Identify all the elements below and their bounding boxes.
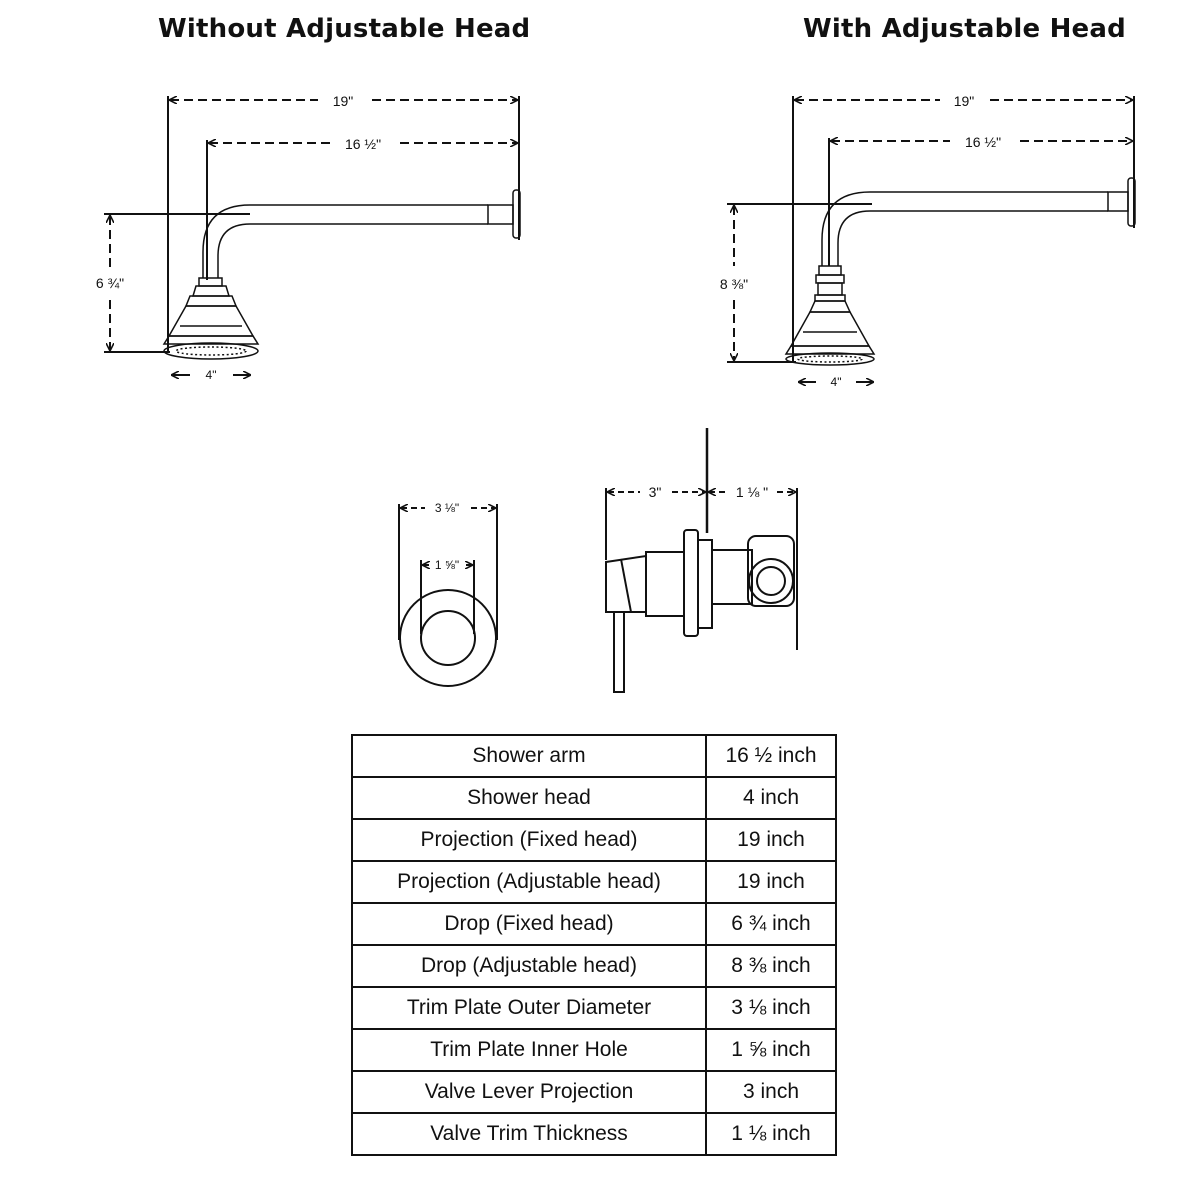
row-value: 3 ⅛ inch [705,986,837,1030]
row-label: Valve Trim Thickness [351,1112,707,1156]
row-label: Shower arm [351,734,707,778]
trim-plate-drawing [398,504,498,687]
fixed-arm-label: 16 ½" [345,136,381,152]
row-label: Valve Lever Projection [351,1070,707,1114]
heading-without-adjustable-head: Without Adjustable Head [158,14,531,44]
adjustable-head-shower-drawing [784,177,1136,366]
swivel-joint [814,265,846,302]
row-label: Drop (Adjustable head) [351,944,707,988]
row-value: 8 ⅜ inch [705,944,837,988]
fixed-head-width-label: 4" [206,368,217,382]
row-value: 19 inch [705,818,837,862]
arm-collar [487,204,514,225]
shower-head [784,300,876,366]
adjustable-head-width-label: 4" [831,375,842,389]
row-value: 1 ⅝ inch [705,1028,837,1072]
row-label: Shower head [351,776,707,820]
trim-plate-outer [399,589,497,687]
adjustable-head-dimensions [727,96,1135,382]
row-value: 19 inch [705,860,837,904]
fixed-drop-label: 6 ¾" [96,275,124,291]
table-row: Drop (Fixed head)6 ¾ inch [351,902,837,946]
row-value: 6 ¾ inch [705,902,837,946]
table-row: Projection (Fixed head)19 inch [351,818,837,862]
adjustable-arm-label: 16 ½" [965,134,1001,150]
trim-plate-outer-label: 3 ⅛" [435,501,459,515]
valve-sleeve [645,551,685,617]
row-label: Projection (Adjustable head) [351,860,707,904]
valve-port [748,558,794,604]
row-label: Drop (Fixed head) [351,902,707,946]
valve-lever [613,611,625,693]
adjustable-projection-label: 19" [954,93,975,109]
arm-collar [1107,191,1129,212]
valve-side-drawing [605,428,798,693]
table-row: Projection (Adjustable head)19 inch [351,860,837,904]
trim-plate-inner-label: 1 ⅝" [435,558,459,572]
fixed-head-dimensions [104,96,520,375]
row-value: 1 ⅛ inch [705,1112,837,1156]
adjustable-drop-label: 8 ⅜" [720,276,748,292]
row-label: Projection (Fixed head) [351,818,707,862]
valve-body [747,535,795,607]
table-row: Drop (Adjustable head)8 ⅜ inch [351,944,837,988]
shower-arm [202,204,488,278]
shower-head [162,277,260,360]
row-value: 4 inch [705,776,837,820]
fixed-projection-label: 19" [333,93,354,109]
fixed-head-shower-drawing [162,189,521,360]
valve-lever-projection-label: 3" [649,484,662,500]
row-label: Trim Plate Outer Diameter [351,986,707,1030]
valve-trim-plate [683,529,699,637]
row-value: 3 inch [705,1070,837,1114]
row-label: Trim Plate Inner Hole [351,1028,707,1072]
heading-with-adjustable-head: With Adjustable Head [803,14,1126,44]
trim-plate-inner-hole [420,610,476,666]
row-value: 16 ½ inch [705,734,837,778]
valve-thickness-label: 1 ⅛ " [736,484,768,500]
